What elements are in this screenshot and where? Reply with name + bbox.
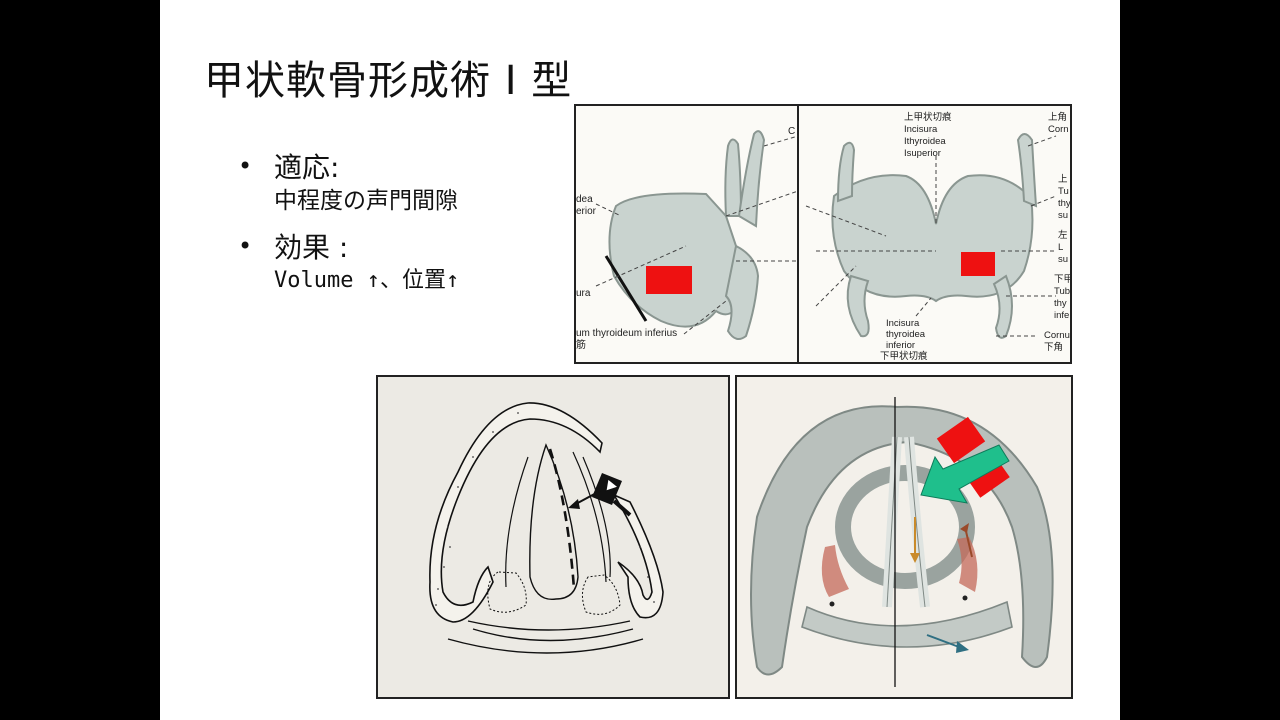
atlas-label: Incisura	[904, 124, 938, 135]
atlas-label: C	[788, 126, 795, 137]
teal-arrow-icon	[920, 444, 1010, 504]
atlas-label: Corn	[1048, 124, 1069, 135]
atlas-label: infe	[1054, 310, 1069, 321]
bullet-dot-icon: •	[238, 232, 253, 260]
bullet-detail: Volume ↑、位置↑	[274, 268, 460, 293]
atlas-label: Ithyroidea	[904, 136, 946, 147]
bullet-list: • 適応: 中程度の声門間隙 • 効果 : Volume ↑、位置↑	[238, 148, 459, 308]
atlas-label: 上甲状切痕	[904, 111, 952, 123]
slide-title: 甲状軟骨形成術 I 型	[204, 58, 573, 104]
thyroid-cartilage-illustration: dea erior ura um thyroideum inferius 筋 C	[576, 106, 1070, 362]
atlas-label: inferior	[886, 340, 915, 351]
atlas-label: 筋	[576, 338, 586, 351]
atlas-label: Incisura	[886, 318, 920, 329]
implant-block-icon	[592, 473, 632, 517]
vocal-fold-illustration	[750, 397, 1054, 687]
schematic-figure	[376, 375, 730, 699]
atlas-label: Tu	[1058, 186, 1069, 197]
cartilage-lamina-lateral	[608, 192, 743, 328]
bullet-heading: 効果 :	[274, 231, 349, 264]
atlas-label: 下角	[1044, 341, 1063, 353]
thyroid-cartilage-figure: dea erior ura um thyroideum inferius 筋 C	[574, 104, 1072, 364]
bullet-item-indication: • 適応:	[238, 148, 459, 184]
atlas-label: Isuperior	[904, 148, 941, 159]
atlas-label: 上	[1058, 174, 1068, 185]
atlas-label: L	[1058, 242, 1063, 253]
atlas-label: thyroidea	[886, 329, 926, 340]
vocal-fold-figure	[735, 375, 1073, 699]
atlas-label: thy	[1058, 198, 1070, 209]
bullet-heading: 適応:	[274, 151, 340, 184]
atlas-label: 左	[1058, 229, 1068, 241]
red-marker-lateral	[646, 266, 692, 294]
atlas-label: Cornu	[1044, 330, 1070, 341]
atlas-label: erior	[576, 206, 597, 217]
bullet-dot-icon: •	[238, 152, 253, 180]
slide: 甲状軟骨形成術 I 型 • 適応: 中程度の声門間隙 • 効果 : Volume…	[160, 0, 1120, 720]
atlas-label: su	[1058, 254, 1068, 265]
arrow-head-icon	[568, 499, 580, 509]
atlas-label: dea	[576, 194, 593, 205]
atlas-label: su	[1058, 210, 1068, 221]
red-marker-upper	[936, 416, 986, 464]
bullet-item-effect: • 効果 :	[238, 228, 459, 264]
atlas-label: ura	[576, 288, 591, 299]
atlas-label: um thyroideum inferius	[576, 328, 677, 339]
atlas-label: thy	[1054, 298, 1067, 309]
atlas-label: 上角	[1048, 111, 1067, 123]
bullet-detail: 中程度の声門間隙	[274, 188, 458, 214]
atlas-label: Tub	[1054, 286, 1070, 297]
atlas-label: 下甲状切痕	[880, 350, 928, 362]
red-marker-anterior	[961, 252, 995, 276]
atlas-label: 下甲	[1054, 274, 1070, 285]
schematic-illustration	[429, 402, 664, 654]
